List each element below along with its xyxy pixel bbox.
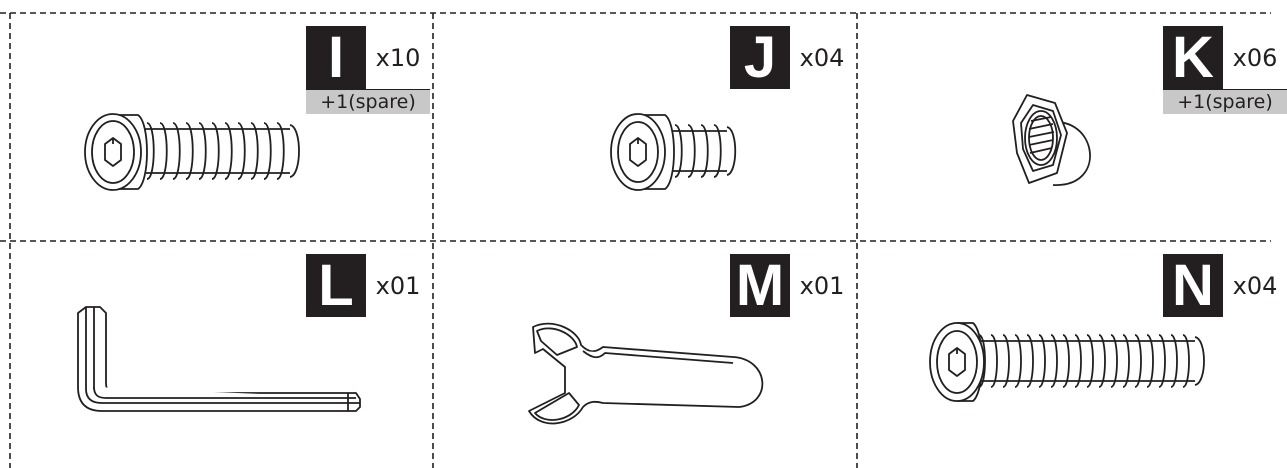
- part-label-n: N x04: [1163, 254, 1287, 317]
- hex-socket-screw-long-icon: [84, 113, 300, 191]
- part-quantity: x10: [366, 26, 430, 89]
- part-letter: K: [1163, 26, 1223, 89]
- part-label-j: J x04: [730, 26, 854, 89]
- part-quantity: x01: [366, 254, 430, 317]
- part-quantity: x04: [1223, 254, 1287, 317]
- part-quantity: x01: [790, 254, 854, 317]
- part-cell-j: J x04: [433, 13, 857, 241]
- part-cell-l: L x01: [10, 241, 433, 468]
- part-label-m: M x01: [730, 254, 854, 317]
- part-letter: I: [306, 26, 366, 89]
- part-letter: N: [1163, 254, 1223, 317]
- allen-key-icon: [77, 306, 361, 412]
- open-end-wrench-icon: [528, 322, 764, 425]
- part-cell-k: K x06 +1(spare): [857, 13, 1287, 241]
- hex-socket-screw-extra-long-icon: [929, 322, 1205, 402]
- part-cell-m: M x01: [433, 241, 857, 468]
- part-cell-n: N x04: [857, 241, 1287, 468]
- part-cell-i: I x10 +1(spare): [10, 13, 433, 241]
- part-label-k: K x06 +1(spare): [1163, 26, 1287, 114]
- hex-socket-screw-short-icon: [610, 113, 737, 191]
- spare-note: +1(spare): [306, 89, 430, 114]
- cap-nut-icon: [1012, 94, 1091, 186]
- part-quantity: x04: [790, 26, 854, 89]
- part-letter: L: [306, 254, 366, 317]
- part-letter: J: [730, 26, 790, 89]
- part-label-i: I x10 +1(spare): [306, 26, 430, 114]
- part-letter: M: [730, 254, 790, 317]
- part-quantity: x06: [1223, 26, 1287, 89]
- spare-note: +1(spare): [1163, 89, 1287, 114]
- part-label-l: L x01: [306, 254, 430, 317]
